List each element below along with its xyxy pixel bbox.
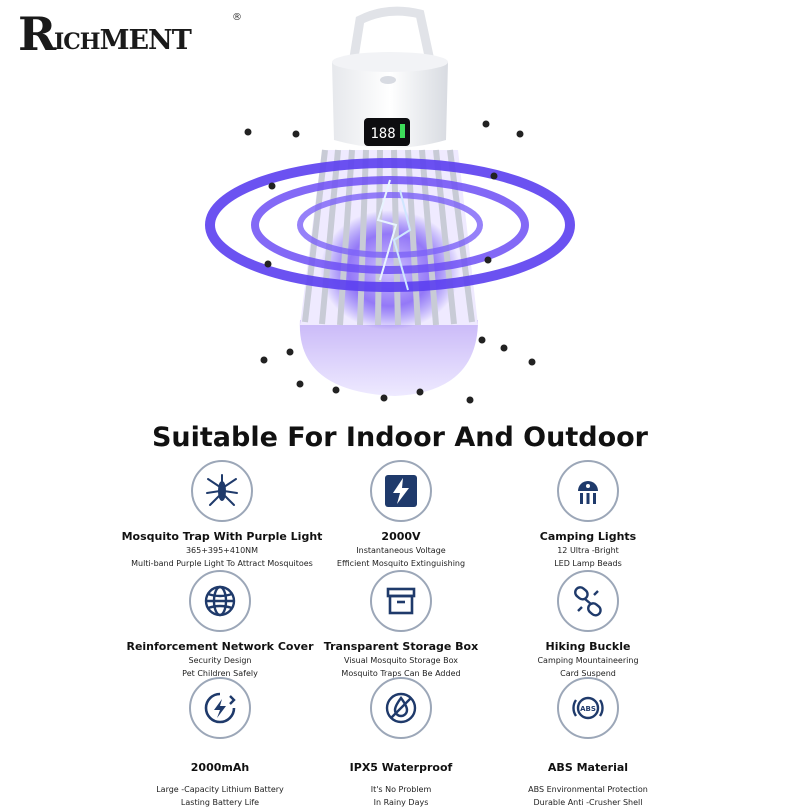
feature-desc-1: It's No Problem	[370, 785, 432, 794]
feature-desc-1: Large -Capacity Lithium Battery	[156, 785, 284, 794]
feature-storage-box: Transparent Storage Box Visual Mosquito …	[271, 570, 531, 680]
feature-title: 2000V	[381, 530, 421, 543]
feature-title: ABS Material	[547, 761, 629, 774]
feature-desc-2: Pet Children Safely	[182, 669, 258, 678]
battery-icon	[204, 692, 236, 724]
feature-desc-2: Multi-band Purple Light To Attract Mosqu…	[131, 559, 313, 568]
feature-desc-2: LED Lamp Beads	[554, 559, 622, 568]
waterproof-icon	[385, 692, 417, 724]
feature-desc-1: Security Design	[188, 656, 252, 665]
feature-icon-ring	[370, 460, 432, 522]
feature-desc-2: Mosquito Traps Can Be Added	[341, 669, 461, 678]
feature-title: Reinforcement Network Cover	[126, 640, 314, 653]
feature-network-cover: Reinforcement Network Cover Security Des…	[90, 570, 350, 680]
feature-icon-ring	[557, 460, 619, 522]
feature-desc-1: 12 Ultra -Bright	[557, 546, 619, 555]
feature-icon-ring	[370, 570, 432, 632]
feature-icon-ring	[370, 677, 432, 739]
feature-desc-1: 365+395+410NM	[185, 546, 259, 555]
registered-mark: ®	[232, 12, 242, 23]
feature-title: 2000mAh	[190, 761, 250, 774]
feature-icon-ring	[191, 460, 253, 522]
feature-title: Hiking Buckle	[545, 640, 631, 653]
feature-icon-ring	[189, 677, 251, 739]
lightning-icon	[385, 475, 417, 507]
feature-mosquito-trap: Mosquito Trap With Purple Light 365+395+…	[92, 460, 352, 570]
brand-logo: R ICHMENT ®	[18, 10, 243, 58]
logo-initial: R	[18, 7, 56, 61]
feature-desc-2: Durable Anti -Crusher Shell	[533, 798, 643, 807]
lamp-icon	[578, 481, 598, 504]
feature-abs-material: ABS ABS Material ABS Environmental Prote…	[458, 677, 718, 809]
feature-icon-ring	[557, 570, 619, 632]
feature-desc-1: Visual Mosquito Storage Box	[343, 656, 459, 665]
feature-desc-2: Efficient Mosquito Extinguishing	[336, 559, 466, 568]
feature-desc-2: Card Suspend	[560, 669, 616, 678]
feature-waterproof: IPX5 Waterproof It's No Problem In Rainy…	[271, 677, 531, 809]
feature-title: Transparent Storage Box	[323, 640, 479, 653]
feature-hiking-buckle: Hiking Buckle Camping Mountaineering Car…	[458, 570, 718, 680]
feature-title: Mosquito Trap With Purple Light	[121, 530, 323, 543]
buckle-icon	[574, 586, 602, 617]
feature-desc-1: ABS Environmental Protection	[528, 785, 648, 794]
feature-desc-1: Instantaneous Voltage	[356, 546, 446, 555]
feature-icon-ring: ABS	[557, 677, 619, 739]
globe-icon	[204, 585, 236, 617]
feature-camping-lights: Camping Lights 12 Ultra -Bright LED Lamp…	[458, 460, 718, 570]
feature-title: Camping Lights	[539, 530, 637, 543]
feature-icon-ring	[189, 570, 251, 632]
abs-icon: ABS	[572, 696, 604, 720]
feature-2000v: 2000V Instantaneous Voltage Efficient Mo…	[271, 460, 531, 570]
feature-desc-1: Camping Mountaineering	[537, 656, 639, 665]
logo-wordmark: ICHMENT	[54, 25, 192, 56]
svg-text:ABS: ABS	[580, 705, 596, 713]
display-readout: 188	[370, 126, 395, 142]
mosquito-icon	[206, 474, 238, 506]
box-icon	[386, 587, 416, 615]
feature-title: IPX5 Waterproof	[349, 761, 453, 774]
headline: Suitable For Indoor And Outdoor	[151, 422, 649, 453]
product-image: 188	[205, 6, 575, 404]
